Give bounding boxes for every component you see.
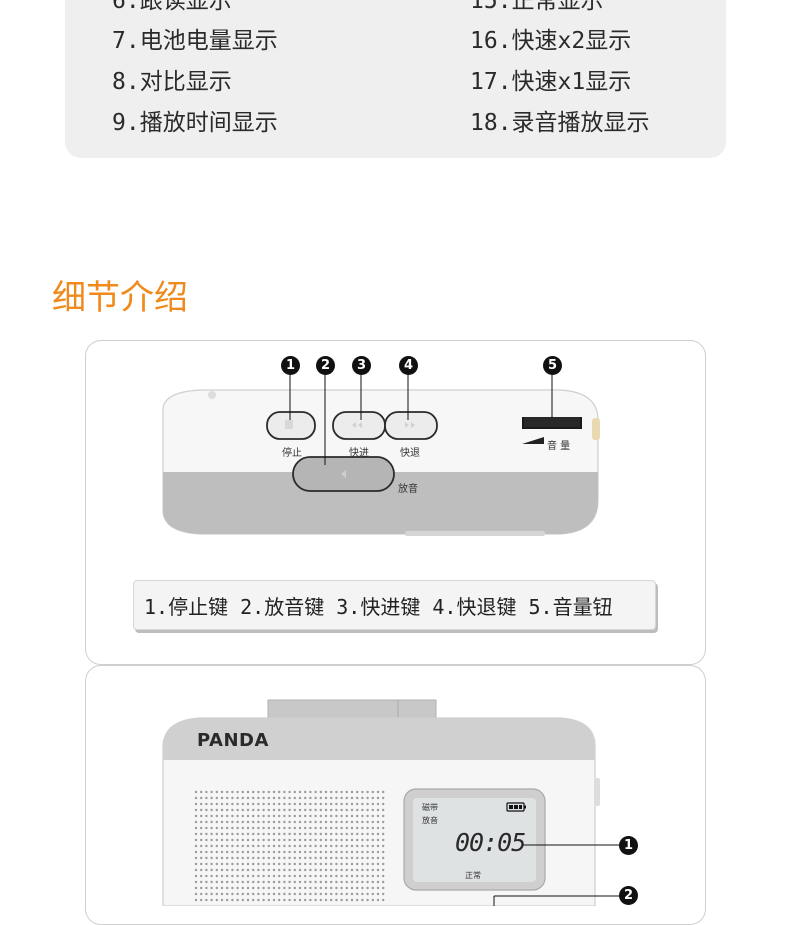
battery-bar: [514, 805, 518, 809]
feature-item: 15.正常显示: [470, 0, 604, 14]
lcd-mode-label: 磁带: [422, 803, 438, 812]
lcd-callout-1: 1: [619, 836, 638, 855]
stop-icon: [285, 420, 293, 429]
button-caption: 1.停止键 2.放音键 3.快进键 4.快退键 5.音量钮: [144, 595, 613, 619]
rewind-icon: [405, 422, 415, 428]
brand-logo: PANDA: [197, 730, 269, 751]
lcd-time: 00:05: [455, 828, 526, 857]
battery-bar: [519, 805, 522, 809]
lcd-status-label: 放音: [422, 816, 438, 825]
callout-2: 2: [316, 356, 335, 375]
lcd-speed-label: 正常: [465, 871, 481, 880]
stop-label: 停止: [282, 448, 302, 459]
feature-item: 9.播放时间显示: [112, 110, 278, 136]
volume-label: 音 量: [547, 441, 571, 452]
callout-4: 4: [399, 356, 418, 375]
volume-wedge-icon: [522, 437, 544, 444]
device-gray-band: [163, 472, 598, 534]
feature-legend-box: [65, 0, 726, 158]
play-icon: [341, 470, 346, 478]
feature-item: 16.快速x2显示: [470, 28, 632, 54]
lcd-screen: [413, 798, 536, 882]
side-switch: [594, 778, 600, 806]
feature-item: 6.跟读显示: [112, 0, 232, 14]
button-caption-box: 1.停止键 2.放音键 3.快进键 4.快退键 5.音量钮: [133, 580, 656, 630]
fast-forward-icon: [352, 422, 362, 428]
callout-3: 3: [352, 356, 371, 375]
feature-item: 8.对比显示: [112, 69, 232, 95]
feature-item: 7.电池电量显示: [112, 28, 278, 54]
side-clip: [592, 418, 600, 440]
lcd-callout-2: 2: [619, 886, 638, 905]
feature-item: 17.快速x1显示: [470, 69, 632, 95]
device-top-strip: [163, 718, 595, 760]
play-label: 放音: [398, 484, 418, 495]
feature-item: 18.录音播放显示: [470, 110, 650, 136]
device-hole: [208, 391, 216, 399]
callout-5: 5: [543, 356, 562, 375]
battery-tip: [524, 805, 526, 809]
fast-forward-label: 快进: [349, 448, 369, 459]
top-view-illustration: [162, 372, 600, 536]
callout-1: 1: [281, 356, 300, 375]
section-title: 细节介绍: [52, 278, 188, 318]
rewind-label: 快退: [400, 448, 420, 459]
device-foot: [405, 531, 545, 536]
front-view-illustration: [162, 699, 622, 906]
speaker-grille: [194, 790, 385, 902]
battery-bar: [509, 805, 513, 809]
